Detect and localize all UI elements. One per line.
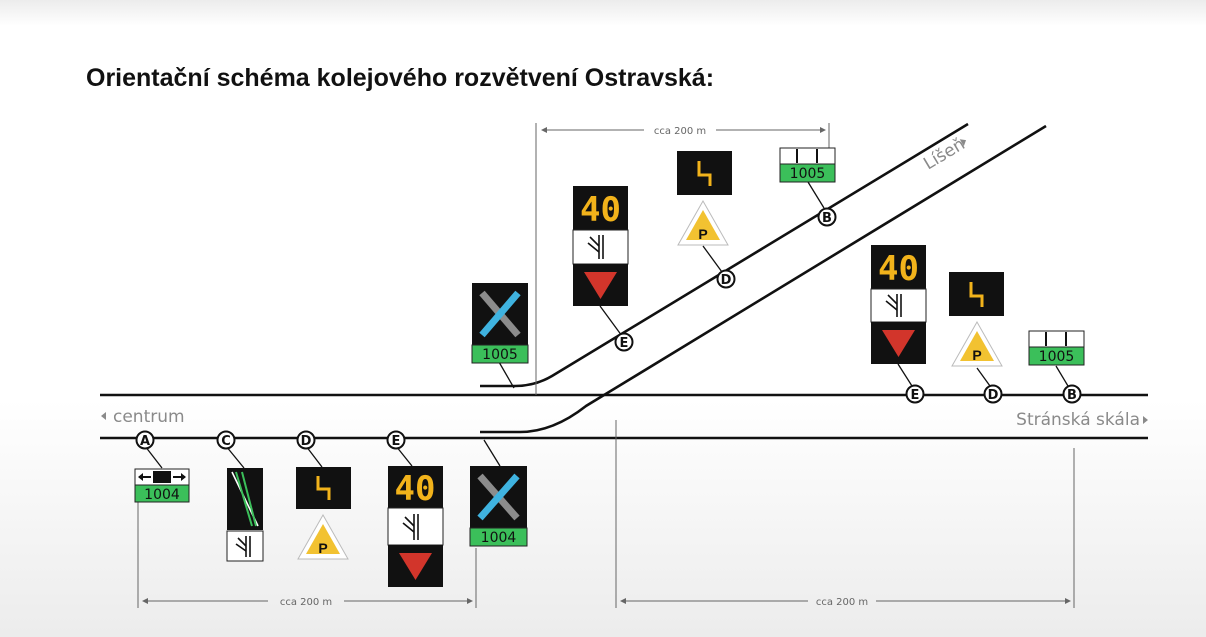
p-triangle-right: P: [951, 320, 1003, 367]
cross-sign-1005: 1005: [471, 283, 529, 364]
direction-left-label: centrum: [113, 407, 185, 427]
direction-right: Stránská skála: [1016, 410, 1148, 430]
switch-indicator-1005-branch-number: 1005: [790, 166, 826, 182]
marker-d-lower-group: D P: [296, 430, 351, 560]
switch-indicator-1005-branch: 1005: [779, 147, 836, 183]
marker-b-branch: B: [822, 211, 832, 226]
distance-bottom-right-label: cca 200 m: [816, 597, 868, 608]
marker-b-right-group: B 1005: [1028, 330, 1085, 404]
marker-e-right-group: E 40: [870, 245, 927, 404]
direction-left: centrum: [101, 407, 185, 427]
route-indicator-sign: [226, 468, 264, 562]
track-branch-icon: [587, 235, 604, 259]
marker-e-lower: E: [392, 434, 401, 449]
switch-indicator-1005-right-number: 1005: [1039, 349, 1075, 365]
cross-sign-1004-number: 1004: [481, 530, 517, 546]
down-triangle-icon: [584, 272, 617, 299]
marker-a-group: A 1004: [134, 430, 190, 503]
speed-value-right: 40: [878, 249, 919, 289]
marker-a: A: [140, 434, 150, 449]
marker-d-right-group: D P: [949, 272, 1004, 404]
cross-sign-1005-group: 1005: [471, 283, 529, 389]
bottom-shade: [0, 400, 1206, 637]
marker-e-lower-group: E 40: [386, 430, 444, 587]
distance-bottom-right: cca 200 m: [615, 420, 1075, 608]
marker-b-right: B: [1067, 388, 1077, 403]
marker-d-branch-group: D P: [677, 151, 736, 289]
cross-sign-1005-number: 1005: [482, 347, 518, 363]
arrow-left-icon: [138, 473, 143, 481]
track-branch-icon: [235, 536, 251, 557]
marker-c: C: [221, 434, 231, 449]
marker-d-right: D: [988, 388, 999, 403]
p-label-right: P: [972, 347, 981, 363]
down-triangle-icon: [882, 330, 915, 357]
arrow-right-icon: [181, 473, 186, 481]
p-triangle-lower: P: [297, 513, 349, 560]
speed-value-branch: 40: [580, 190, 621, 230]
arrow-branch-icon: [959, 139, 967, 147]
marker-c-group: C: [216, 430, 264, 562]
turn-sign-lower: [296, 467, 351, 509]
down-triangle-icon: [399, 553, 432, 580]
top-shade: [0, 0, 1206, 26]
distance-top-label: cca 200 m: [654, 126, 706, 137]
track-branch-icon: [885, 294, 902, 317]
turn-arrow-icon: [969, 282, 984, 307]
direction-right-label: Stránská skála: [1016, 410, 1140, 430]
marker-d-lower: D: [301, 434, 312, 449]
marker-e-right: E: [911, 388, 920, 403]
speed-sign-right: 40: [870, 245, 927, 364]
distance-bottom-left: cca 200 m: [137, 495, 477, 608]
switch-indicator-1004: 1004: [134, 468, 190, 503]
marker-b-branch-group: B 1005: [779, 147, 837, 227]
turn-sign-branch: [677, 151, 732, 195]
cross-sign-1004: 1004: [469, 466, 528, 547]
speed-sign-branch: 40: [572, 186, 629, 306]
distance-bottom-left-label: cca 200 m: [280, 597, 332, 608]
marker-e-branch: E: [620, 336, 629, 351]
turn-arrow-icon: [697, 161, 712, 186]
p-label-branch: P: [698, 226, 707, 242]
marker-d-branch: D: [721, 273, 732, 288]
switch-indicator-1004-number: 1004: [144, 487, 180, 503]
cross-sign-1004-group: 1004: [469, 439, 528, 547]
page-title: Orientační schéma kolejového rozvětvení …: [86, 64, 715, 92]
branch-track-upper: [480, 122, 969, 388]
turn-sign-right: [949, 272, 1004, 316]
branch-track-lower: [480, 124, 1047, 434]
arrow-left-icon: [101, 412, 106, 420]
switch-indicator-1005-right: 1005: [1028, 330, 1085, 366]
p-triangle-branch: P: [677, 199, 729, 246]
distance-top: cca 200 m: [535, 123, 830, 395]
turn-arrow-icon: [316, 476, 331, 500]
speed-value-lower: 40: [395, 469, 436, 509]
marker-e-branch-group: E 40: [572, 186, 634, 352]
tracks: [100, 122, 1148, 440]
track-branch-icon: [402, 514, 419, 540]
arrow-right-icon: [1143, 416, 1148, 424]
p-label-lower: P: [318, 540, 327, 556]
speed-sign-lower: 40: [387, 466, 444, 587]
